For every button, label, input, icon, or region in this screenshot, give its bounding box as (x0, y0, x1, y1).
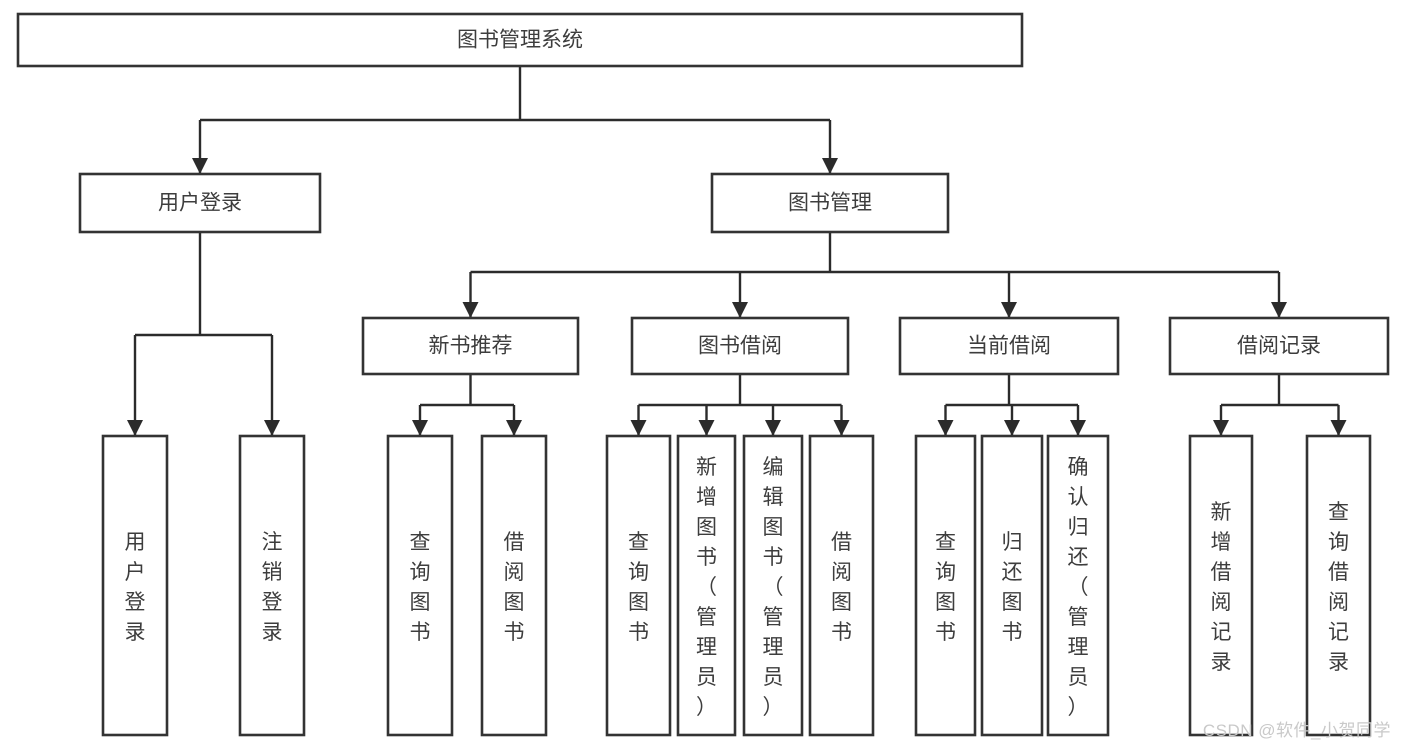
leaf-借阅记录-0[interactable]: 新增借阅记录 (1188, 434, 1254, 737)
node-图书借阅-l3-rect (630, 316, 850, 376)
leaf-当前借阅-1-rect (980, 434, 1044, 737)
leaf-当前借阅-1-label: 归还图书 (1002, 531, 1023, 644)
node-图书管理-l2-label: 图书管理 (788, 192, 872, 215)
node-新书推荐-l3-label: 新书推荐 (429, 335, 513, 358)
leaf-借阅记录-1-label: 查询借阅记录 (1328, 501, 1349, 674)
node-借阅记录-l3-label: 借阅记录 (1237, 335, 1321, 358)
leaf-新书推荐-0-label: 查询图书 (410, 531, 431, 644)
book-mgmt-arrow-1 (732, 302, 748, 318)
node-图书管理系统-root[interactable]: 图书管理系统 (16, 12, 1024, 68)
node-图书管理-l2[interactable]: 图书管理 (710, 172, 950, 234)
node-用户登录-l2-label: 用户登录 (158, 192, 242, 215)
leaf-新书推荐-1[interactable]: 借阅图书 (480, 434, 548, 737)
leaf-用户登录-1-rect (238, 434, 306, 737)
leaf-图书借阅-3-rect (808, 434, 875, 737)
user-login-arrow-1 (264, 420, 280, 436)
leaf-新书推荐-0[interactable]: 查询图书 (386, 434, 454, 737)
leaf-用户登录-0[interactable]: 用户登录 (101, 434, 169, 737)
leaf-图书借阅-3[interactable]: 借阅图书 (808, 434, 875, 737)
leaf-当前借阅-2[interactable]: 确认归还（管理员） (1046, 434, 1110, 737)
leaf-当前借阅-1[interactable]: 归还图书 (980, 434, 1044, 737)
node-当前借阅-l3-label: 当前借阅 (967, 335, 1051, 358)
leaf-借阅记录-1-rect (1305, 434, 1372, 737)
leaf-图书借阅-2-rect (742, 434, 804, 737)
node-当前借阅-l3-rect (898, 316, 1120, 376)
leaf-图书借阅-0[interactable]: 查询图书 (605, 434, 672, 737)
book-mgmt-arrow-0 (462, 302, 479, 318)
图书借阅-arrow-2 (765, 420, 781, 436)
book-mgmt-arrow-3 (1271, 302, 1287, 318)
node-图书借阅-l3-label: 图书借阅 (698, 335, 782, 358)
node-借阅记录-l3-rect (1168, 316, 1390, 376)
book-mgmt-arrow-2 (1001, 302, 1017, 318)
leaf-当前借阅-0-label: 查询图书 (935, 531, 956, 644)
leaf-借阅记录-0-rect (1188, 434, 1254, 737)
node-图书管理-l2-rect (710, 172, 950, 234)
leaf-用户登录-1-label: 注销登录 (262, 531, 283, 644)
node-新书推荐-l3-rect (361, 316, 580, 376)
node-当前借阅-l3[interactable]: 当前借阅 (898, 316, 1120, 376)
当前借阅-arrow-2 (1070, 420, 1086, 436)
leaf-图书借阅-1[interactable]: 新增图书（管理员） (676, 434, 737, 737)
leaf-新书推荐-0-rect (386, 434, 454, 737)
leaf-用户登录-0-rect (101, 434, 169, 737)
root-arrow-1 (822, 158, 838, 174)
leaf-图书借阅-1-label: 新增图书（管理员） (696, 456, 717, 719)
图书借阅-arrow-3 (833, 420, 850, 436)
leaf-图书借阅-3-label: 借阅图书 (831, 531, 852, 644)
leaf-用户登录-1[interactable]: 注销登录 (238, 434, 306, 737)
user-login-arrow-0 (127, 420, 143, 436)
leaf-图书借阅-0-rect (605, 434, 672, 737)
connector-layer (127, 66, 1347, 436)
图书借阅-arrow-1 (698, 420, 715, 436)
leaf-借阅记录-1[interactable]: 查询借阅记录 (1305, 434, 1372, 737)
leaf-当前借阅-0[interactable]: 查询图书 (914, 434, 977, 737)
leaf-新书推荐-1-label: 借阅图书 (504, 531, 525, 644)
leaf-图书借阅-1-rect (676, 434, 737, 737)
借阅记录-arrow-1 (1330, 420, 1347, 436)
node-图书管理系统-root-label: 图书管理系统 (457, 29, 583, 52)
leaf-图书借阅-0-label: 查询图书 (628, 531, 649, 644)
node-新书推荐-l3[interactable]: 新书推荐 (361, 316, 580, 376)
leaf-图书借阅-2[interactable]: 编辑图书（管理员） (742, 434, 804, 737)
node-图书管理系统-root-rect (16, 12, 1024, 68)
node-用户登录-l2-rect (78, 172, 322, 234)
当前借阅-arrow-1 (1004, 420, 1020, 436)
leaf-新书推荐-1-rect (480, 434, 548, 737)
当前借阅-arrow-0 (937, 420, 954, 436)
新书推荐-arrow-1 (506, 420, 522, 436)
leaf-图书借阅-2-label: 编辑图书（管理员） (763, 456, 784, 719)
leaf-借阅记录-0-label: 新增借阅记录 (1211, 501, 1232, 674)
node-用户登录-l2[interactable]: 用户登录 (78, 172, 322, 234)
图书借阅-arrow-0 (630, 420, 647, 436)
leaf-用户登录-0-label: 用户登录 (125, 531, 146, 644)
借阅记录-arrow-0 (1213, 420, 1229, 436)
leaf-当前借阅-2-label: 确认归还（管理员） (1068, 456, 1089, 719)
leaf-当前借阅-2-rect (1046, 434, 1110, 737)
node-box-layer: 图书管理系统用户登录图书管理新书推荐图书借阅当前借阅借阅记录用户登录注销登录查询… (16, 12, 1390, 737)
leaf-当前借阅-0-rect (914, 434, 977, 737)
node-图书借阅-l3[interactable]: 图书借阅 (630, 316, 850, 376)
root-arrow-0 (192, 158, 208, 174)
node-借阅记录-l3[interactable]: 借阅记录 (1168, 316, 1390, 376)
新书推荐-arrow-0 (412, 420, 428, 436)
